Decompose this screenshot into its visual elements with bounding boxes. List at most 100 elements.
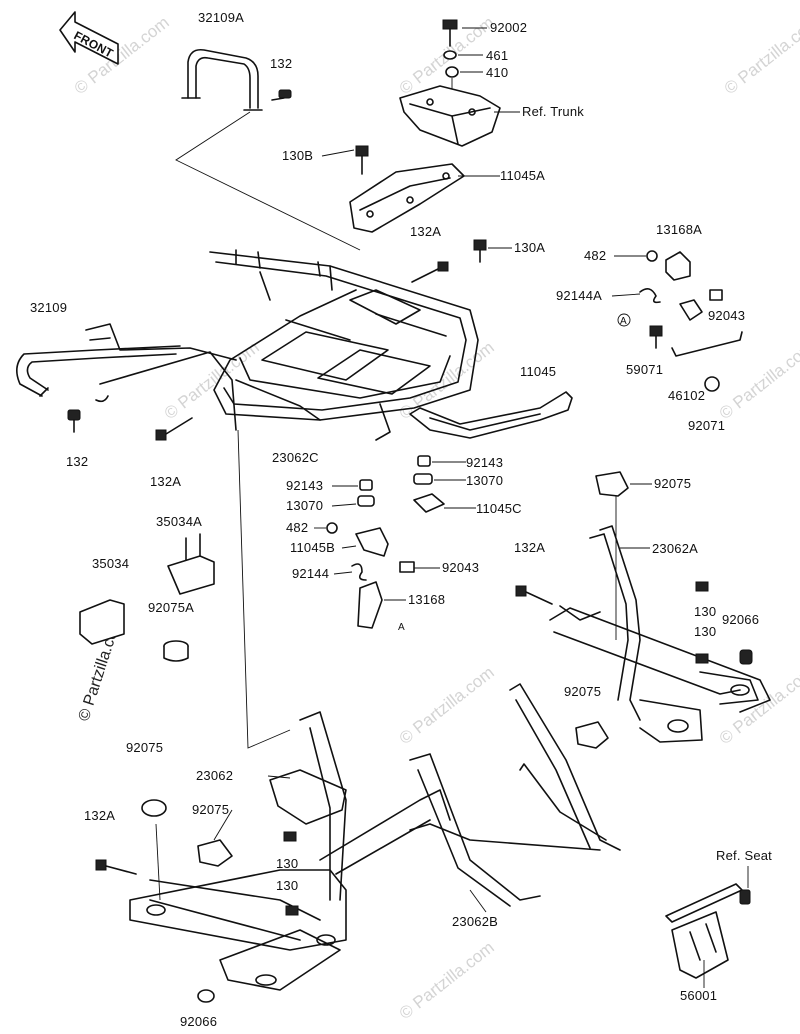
plate-11045c: [413, 493, 445, 513]
bolt-132a-top: [411, 261, 449, 283]
part-label: 23062C: [272, 450, 319, 465]
leader-line: [213, 809, 233, 841]
part-label: 130A: [514, 240, 545, 255]
bracket-small: [679, 299, 703, 321]
bolt-132-top: [271, 89, 292, 101]
part-label: 132: [66, 454, 88, 469]
nut-482-top: [646, 250, 658, 262]
part-label: 461: [486, 48, 508, 63]
bolt-130-r1: [695, 581, 709, 592]
part-label: 132A: [150, 474, 181, 489]
bracket-11045: [409, 391, 573, 439]
part-label: 11045A: [500, 168, 545, 183]
spring-92144: [351, 563, 367, 581]
part-labels: 32109A 132 92002 461 410 Ref. Trunk 130B…: [30, 10, 772, 1029]
leader-line: [469, 889, 487, 913]
part-label: 482: [584, 248, 606, 263]
part-label: 92066: [722, 612, 759, 627]
part-label: 132A: [84, 808, 115, 823]
frame-23062: [129, 711, 347, 991]
leader-line: [331, 503, 357, 507]
part-label: 92002: [490, 20, 527, 35]
damper-92075-top: [595, 471, 629, 497]
bolt-130-r2: [695, 653, 709, 664]
washer-410: [445, 66, 459, 78]
leader-line: [267, 775, 291, 779]
bolt-130-b2: [285, 905, 299, 916]
bolt-132a-left: [155, 417, 193, 441]
part-label: 11045C: [476, 501, 522, 516]
part-label: 92075: [126, 740, 163, 755]
part-label: 92043: [442, 560, 479, 575]
leader-line: [341, 545, 357, 549]
watermark-tile: © Partzilla.com: [396, 663, 498, 749]
nut-482-mid: [326, 522, 338, 534]
part-label: 11045B: [290, 540, 335, 555]
nut-92066-right: [739, 649, 753, 665]
watermark-tile: © Partzilla.com: [396, 938, 498, 1024]
part-label: 46102: [668, 388, 705, 403]
part-label: 92066: [180, 1014, 217, 1029]
part-label: 130: [694, 604, 716, 619]
part-label: 92075A: [148, 600, 194, 615]
part-label: A: [398, 622, 405, 633]
bracket-11045a: [349, 163, 465, 233]
bracket-13168: [357, 581, 383, 629]
front-arrow-icon: FRONT: [59, 11, 119, 65]
bolt-130-b1: [283, 831, 297, 842]
part-label: 92075: [192, 802, 229, 817]
part-label: 92075: [654, 476, 691, 491]
bolt-132a-bottom: [95, 859, 137, 875]
part-label: 132A: [514, 540, 545, 555]
grab-bar-32109a: [181, 48, 263, 111]
part-label: 92143: [286, 478, 323, 493]
part-label: 92075: [564, 684, 601, 699]
washer-461: [443, 50, 457, 60]
part-label: 92144: [292, 566, 329, 581]
part-label: 130: [276, 856, 298, 871]
part-label: 130: [694, 624, 716, 639]
seat-strap-56001: [665, 883, 751, 979]
damper-92075-mid: [575, 721, 609, 749]
watermark-tile: © Partzilla.com: [71, 13, 173, 99]
part-label: 35034: [92, 556, 129, 571]
damper-92075-left: [141, 799, 167, 817]
nut-92066-bottom: [197, 989, 215, 1003]
leader-line: [611, 293, 641, 297]
frame-23062b: [319, 683, 621, 907]
damper-92075-lc: [197, 839, 233, 867]
holder-35034a: [167, 533, 215, 595]
cap-92071: [704, 376, 720, 392]
callout-a-marker: [617, 313, 631, 327]
damper-92143-right: [417, 455, 431, 467]
watermark-tile: © Partzilla.com: [716, 338, 800, 424]
part-label: 92071: [688, 418, 725, 433]
part-label: 132: [270, 56, 292, 71]
part-label: 32109A: [198, 10, 244, 25]
part-label: 35034A: [156, 514, 202, 529]
leader-line: [333, 571, 353, 575]
frame-23062a: [549, 525, 771, 743]
part-label: 132A: [410, 224, 441, 239]
bolt-132a-mid: [515, 585, 553, 605]
part-label: 92043: [708, 308, 745, 323]
part-label: 32109: [30, 300, 67, 315]
part-label: 13168A: [656, 222, 702, 237]
trunk-bracket: [399, 85, 501, 147]
watermark-tile: © Partzilla.com: [161, 338, 263, 424]
rod-46102: [671, 331, 743, 357]
leader-line: [155, 823, 161, 901]
part-label: 92144A: [556, 288, 602, 303]
part-label: A: [620, 316, 627, 327]
part-label: 56001: [680, 988, 717, 1003]
carrier-frame-23062c: [85, 249, 479, 441]
damper-92075a: [163, 640, 189, 662]
spring-92144a: [639, 288, 661, 304]
bracket-13168a: [665, 251, 691, 281]
holder-35034: [79, 599, 125, 645]
part-label: 23062B: [452, 914, 498, 929]
part-label: 482: [286, 520, 308, 535]
part-label: 23062: [196, 768, 233, 783]
